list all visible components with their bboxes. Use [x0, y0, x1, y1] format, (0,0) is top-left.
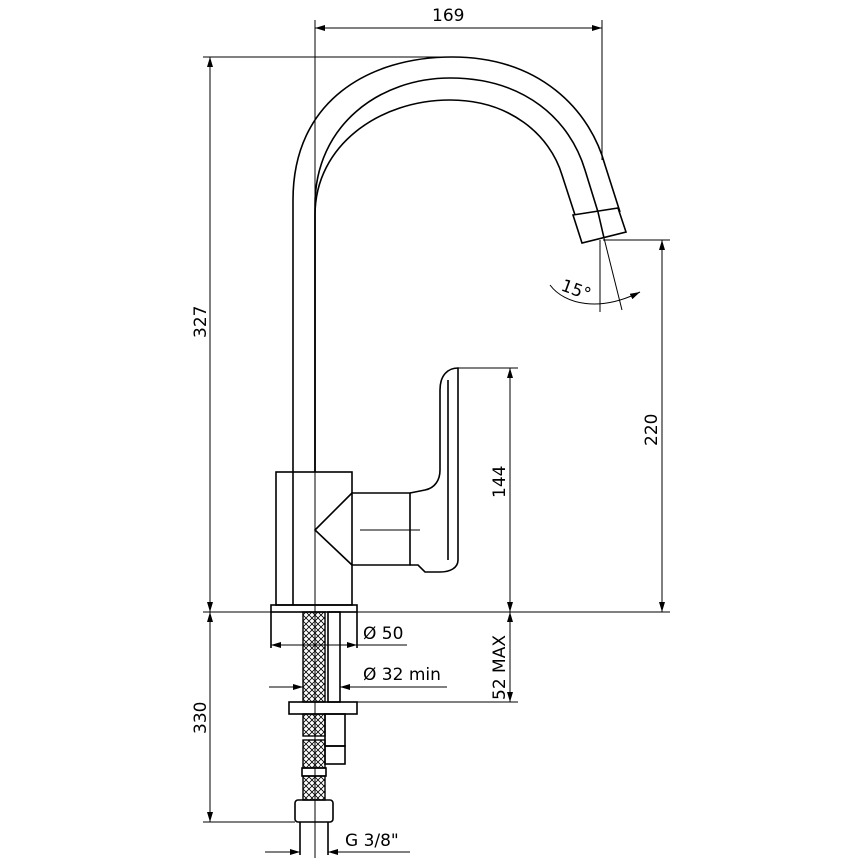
dim-label-327: 327	[191, 306, 211, 338]
dim-169: 169	[315, 6, 602, 31]
dim-220: 220	[642, 240, 665, 612]
dim-label-thread: G 3/8"	[345, 831, 399, 851]
dim-label-32: Ø 32 min	[363, 665, 441, 685]
spout	[292, 56, 628, 472]
dim-label-330: 330	[191, 702, 211, 734]
extension-lines	[203, 20, 670, 823]
dim-144: 144	[490, 368, 513, 612]
faucet-body	[270, 367, 459, 613]
dim-thread: G 3/8"	[265, 831, 410, 855]
dim-label-50: Ø 50	[363, 624, 403, 644]
dim-52-max: 52 MAX	[490, 612, 513, 702]
dim-diameter-32: Ø 32 min	[269, 665, 447, 690]
dim-diameter-50: Ø 50	[271, 624, 407, 648]
dim-label-220: 220	[642, 414, 662, 446]
dim-327: 327	[191, 57, 213, 612]
dim-label-144: 144	[490, 466, 510, 498]
mounting-assembly	[270, 611, 358, 855]
dim-label-15: 15°	[558, 276, 593, 305]
dim-330: 330	[191, 612, 213, 822]
dim-label-52-max: 52 MAX	[490, 635, 510, 700]
dim-15-degrees: 15°	[549, 237, 641, 312]
dim-label-169: 169	[432, 6, 464, 26]
